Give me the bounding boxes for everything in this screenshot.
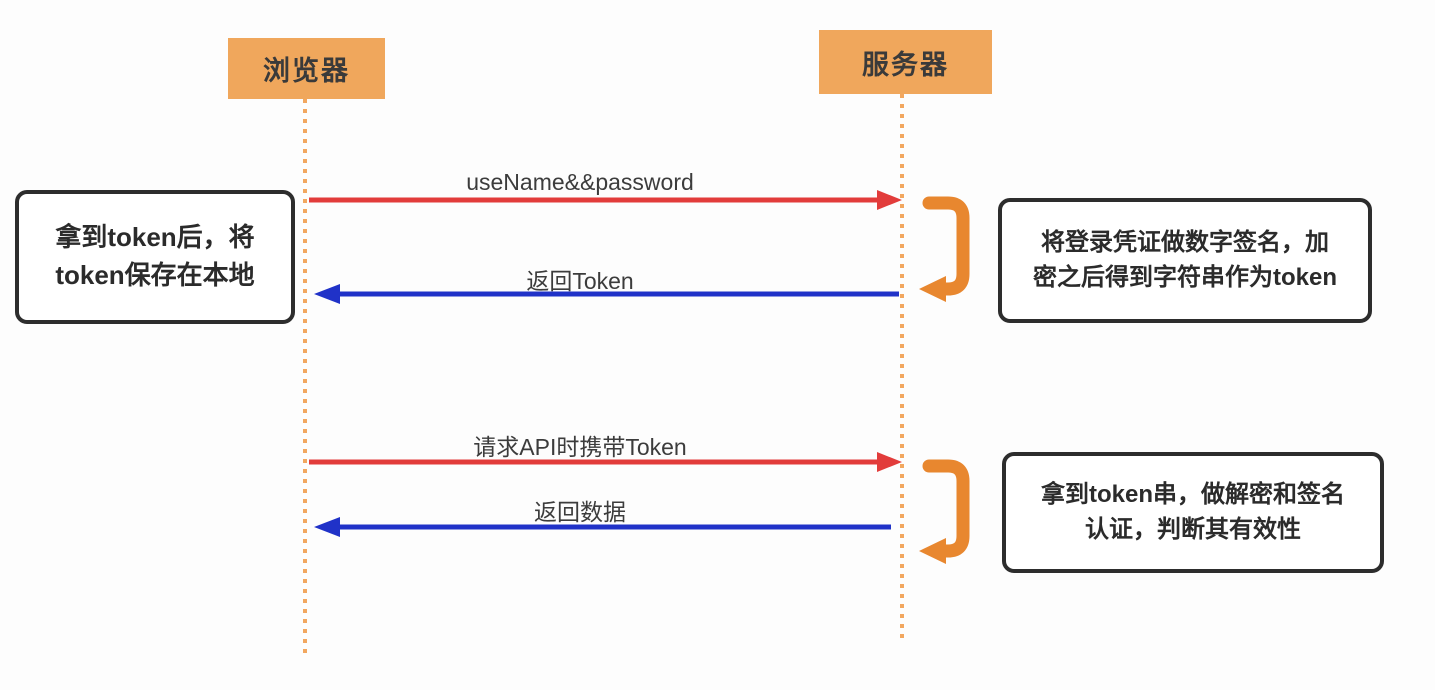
actor-server: 服务器 xyxy=(819,30,992,94)
note-sign-credentials: 将登录凭证做数字签名，加 密之后得到字符串作为token xyxy=(998,198,1372,323)
actor-browser: 浏览器 xyxy=(228,38,385,99)
server-self-loop-arrow-1 xyxy=(919,196,970,302)
message-label-request-api: 请求API时携带Token xyxy=(473,434,687,460)
message-label-return-data: 返回数据 xyxy=(534,499,626,525)
note-save-token-locally: 拿到token后，将 token保存在本地 xyxy=(15,190,295,324)
lifeline-browser xyxy=(303,99,307,655)
server-self-loop-arrow-2 xyxy=(919,459,970,564)
lifeline-server xyxy=(900,94,904,640)
note-verify-token: 拿到token串，做解密和签名 认证，判断其有效性 xyxy=(1002,452,1384,573)
message-label-return-token: 返回Token xyxy=(526,268,634,294)
message-label-username-password: useName&&password xyxy=(466,169,694,195)
